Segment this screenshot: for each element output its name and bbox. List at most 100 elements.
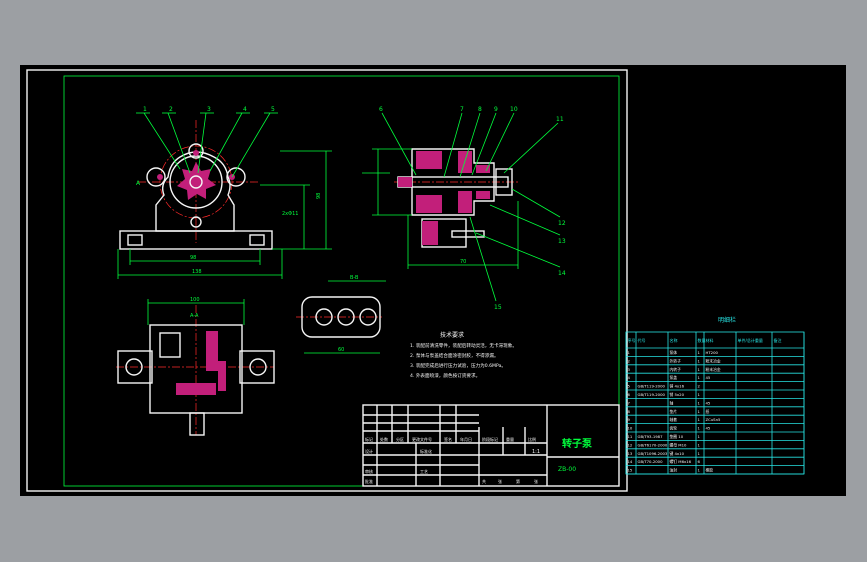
leader-line	[197, 112, 207, 174]
view-label: A	[136, 180, 141, 187]
title-block-grid	[363, 405, 526, 486]
tb-label: 分区	[396, 436, 404, 442]
bom-cell-name: 销 4x16	[670, 384, 685, 389]
bom-cell-name: 垫片	[670, 409, 678, 414]
bom-cell-qty: 1	[698, 350, 701, 355]
drawing-number: ZB-00	[558, 466, 576, 473]
leader-number: 13	[558, 238, 566, 245]
leader-line	[443, 112, 463, 178]
section-hatch	[416, 151, 442, 169]
bom-cell-name: 轴套	[670, 417, 678, 422]
drawing-title: 转子泵	[562, 437, 593, 450]
tb-label: 签名	[444, 436, 452, 442]
section-outline	[411, 148, 495, 216]
bom-cell-code: GB/T119-2000	[638, 384, 666, 389]
section-hatch	[476, 191, 490, 199]
bom-cell-qty: 1	[698, 451, 701, 456]
leader-line	[489, 204, 561, 236]
bom-cell-material: 纸	[706, 409, 710, 414]
tb-label: 年月日	[460, 436, 472, 442]
bom-cell-qty: 6	[698, 459, 701, 464]
section-hatch	[206, 331, 218, 371]
section-hatch	[416, 195, 442, 213]
leader-number: 12	[558, 220, 566, 227]
bom-cell-qty: 1	[698, 409, 701, 414]
leader-number: 6	[379, 106, 383, 113]
bom-header-cell: 数量	[698, 337, 706, 343]
tb-label: 工艺	[420, 469, 428, 474]
tb-label: 批准	[365, 478, 373, 484]
bom-cell-qty: 1	[698, 367, 701, 372]
leader-line	[209, 112, 243, 172]
inner-cavity	[159, 332, 181, 358]
base-slot	[249, 234, 265, 246]
leader-line	[503, 122, 559, 174]
bom-cell-name: 垫圈 10	[670, 434, 684, 439]
bom-header: 序号代号名称数量材料单件/总计重量备注	[628, 337, 782, 343]
pump-base	[119, 230, 273, 250]
tb-label: 共	[482, 478, 486, 484]
dimension-text: 138	[192, 269, 202, 275]
bom-cell-name: 键 4x10	[670, 451, 685, 456]
section-view: 6 7 8 9 10 11 12 13 14 15 70	[362, 106, 566, 311]
drawing-sheet: 1 2 3 4 5 A 98 138 98 2xΦ11	[20, 65, 846, 496]
cad-drawing: 1 2 3 4 5 A 98 138 98 2xΦ11	[26, 69, 805, 492]
bom-cell-no: 4	[628, 375, 631, 380]
detail-hole	[359, 308, 377, 326]
bom-cell-no: 15	[628, 468, 633, 473]
bom-cell-material: 粉末冶金	[706, 358, 721, 363]
bom-title: 明细栏	[718, 316, 736, 324]
sheet-border	[26, 69, 628, 492]
tb-label: 张	[534, 478, 538, 484]
bom-cell-no: 5	[628, 384, 631, 389]
bom-cell-name: 外转子	[670, 358, 682, 363]
leader-number: 10	[510, 106, 518, 113]
scale-value: 1:1	[532, 449, 540, 455]
bom-cell-material: 橡胶	[706, 468, 714, 473]
bom-cell-qty: 1	[698, 375, 701, 380]
bom-cell-code: GB/T70-2000	[638, 459, 664, 464]
leader-line	[485, 112, 515, 172]
tb-label: 阶段标记	[482, 436, 498, 442]
dimension-text: 100	[190, 297, 200, 303]
bom-cell-no: 6	[628, 392, 631, 397]
detail-view: 60 B-B	[296, 275, 386, 354]
view-label: A-A	[190, 313, 199, 319]
bom-cell-material: 45	[706, 375, 711, 380]
tech-req-line: 2. 泵体与泵盖结合面涂密封胶，不得渗漏。	[410, 352, 499, 359]
bom-cell-qty: 1	[698, 358, 701, 363]
shaft-end	[189, 412, 205, 436]
inner-frame	[63, 75, 620, 487]
bom-cell-name: 轴	[670, 400, 674, 405]
leader-line	[231, 112, 271, 178]
bolt-section	[157, 174, 163, 180]
bom-cell-name: 齿轮	[670, 426, 678, 431]
dimension-text: 2xΦ11	[282, 211, 298, 217]
tb-label: 设计	[365, 448, 373, 454]
bom-header-cell: 单件/总计重量	[738, 337, 763, 343]
bom-cell-qty: 1	[698, 434, 701, 439]
tech-req-line: 3. 装配完成后进行压力试验，压力为0.6MPa。	[410, 362, 506, 369]
bom-row: 4 泵盖 1 45	[628, 375, 711, 380]
leader-number: 2	[169, 106, 173, 113]
bom-cell-name: 泵盖	[670, 375, 678, 380]
tb-label: 比例	[528, 436, 536, 442]
base-slot	[127, 234, 143, 246]
tech-req-heading: 技术要求	[440, 331, 464, 339]
bom-cell-no: 2	[628, 358, 631, 363]
tb-label: 标记	[365, 436, 373, 442]
leader-number: 5	[271, 106, 275, 113]
tb-label: 第	[516, 478, 520, 484]
bom-header-cell: 序号	[628, 337, 636, 343]
leader-number: 9	[494, 106, 498, 113]
bom-cell-code: GB/T6170-2000	[638, 442, 668, 447]
tb-label: 标准化	[420, 448, 432, 454]
leader-line	[381, 112, 417, 176]
